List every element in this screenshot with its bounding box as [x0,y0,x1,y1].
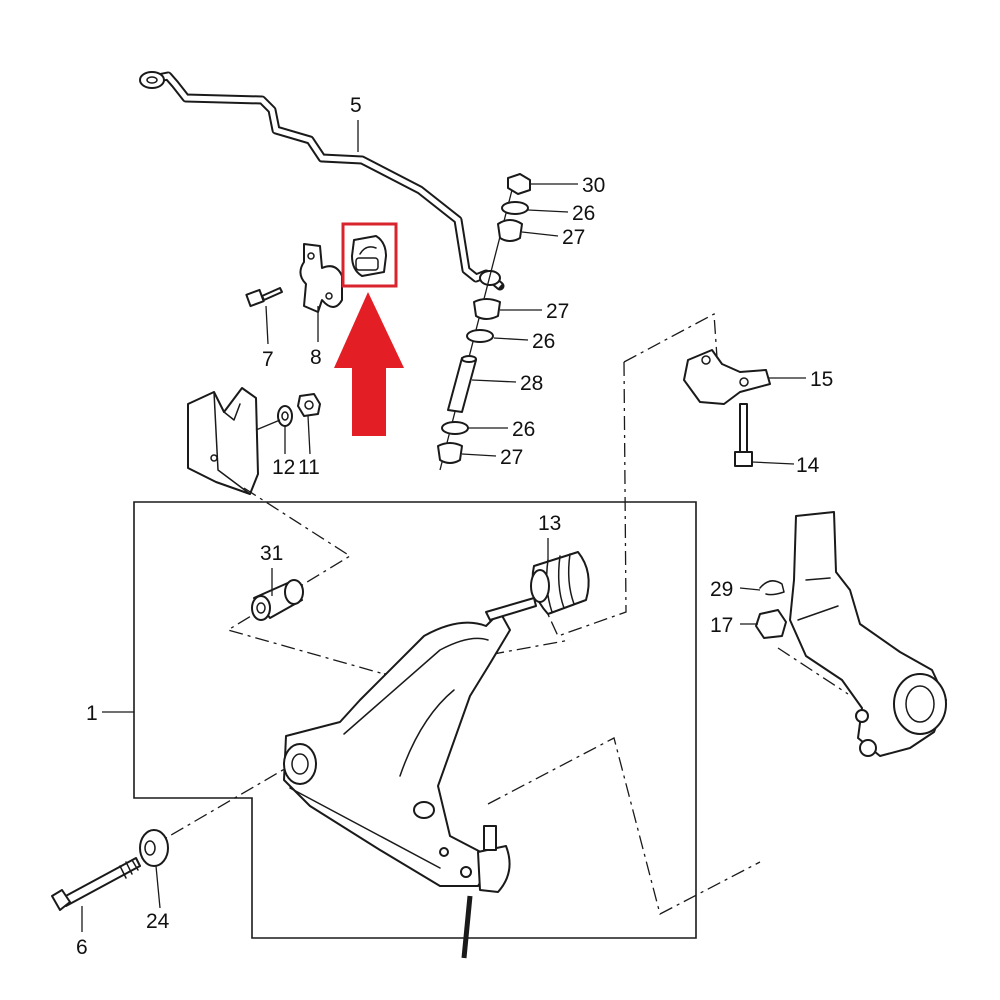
callout-27-top: 27 [562,226,585,249]
callout-24: 24 [146,910,170,933]
link-washer-mid [466,329,494,343]
callout-26-top: 26 [572,202,595,225]
callout-1: 1 [86,702,98,725]
assembly-frame [133,501,697,939]
callout-13: 13 [538,512,561,535]
stabilizer-bar [139,71,505,291]
brake-hose-clamp [683,349,771,405]
callout-31: 31 [260,542,283,565]
callout-26-mid: 26 [532,330,555,353]
callout-27-lower: 27 [500,446,523,469]
link-washer-lower [441,421,469,435]
bracket-washer [277,405,293,427]
cotter-pin [759,580,785,596]
link-bushing-mid [473,298,501,320]
clamp-bolt [734,403,753,467]
highlight-arrow [334,292,404,436]
bracket-bolt [245,287,283,308]
callout-15: 15 [810,368,833,391]
stabilizer-link-stack [437,173,531,471]
callout-26-lower: 26 [512,418,535,441]
stabilizer-bar-bushing [351,235,387,277]
callout-7: 7 [262,348,274,371]
callout-labels: 5 30 26 27 27 26 28 26 27 7 8 12 11 31 1… [76,94,833,959]
arm-bolt [51,857,141,911]
bushing-clamp-bracket [299,243,343,313]
callout-28: 28 [520,372,543,395]
callout-17: 17 [710,614,733,637]
link-washer-top [501,201,529,215]
callout-11: 11 [298,456,320,479]
callout-30: 30 [582,174,605,197]
bracket-nut [297,393,321,417]
mounting-bracket-body [187,387,259,495]
callout-8: 8 [310,346,322,369]
castle-nut [755,609,787,639]
link-bushing-top [497,219,523,242]
callout-29: 29 [710,578,733,601]
arm-washer [139,829,169,867]
callout-5: 5 [350,94,362,117]
leader-lines [81,120,806,932]
link-nut [507,173,531,195]
link-bushing-lower [437,442,463,464]
callout-27-mid: 27 [546,300,569,323]
callout-12: 12 [272,456,295,479]
rear-arm-bushing [530,551,590,615]
link-sleeve [447,357,477,413]
steering-knuckle [789,511,947,757]
callout-6: 6 [76,936,88,959]
lower-control-arm [283,597,537,959]
front-arm-bushing [251,579,304,621]
highlight-box [341,222,398,288]
callout-14: 14 [796,454,820,477]
